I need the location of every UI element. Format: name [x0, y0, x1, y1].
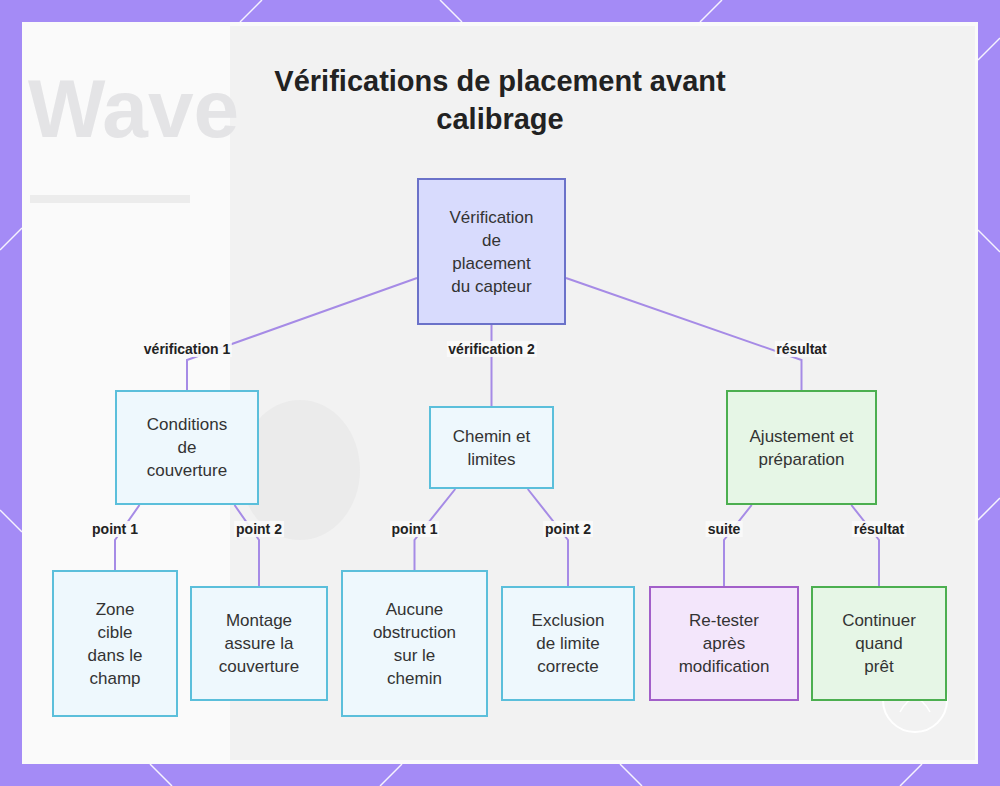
deco-line — [978, 498, 1000, 520]
continue-box: Continuer quand prêt — [811, 586, 947, 701]
deco-line — [0, 510, 22, 532]
edge-label: point 1 — [90, 521, 140, 537]
edge-label: suite — [706, 521, 743, 537]
deco-line — [620, 764, 642, 786]
node-label: Re-tester après modification — [672, 609, 777, 678]
edge-label: point 1 — [390, 521, 440, 537]
deco-line — [700, 0, 722, 22]
card — [22, 22, 978, 764]
edge-label: vérification 2 — [446, 341, 536, 357]
node-label: Zone cible dans le champ — [83, 598, 148, 690]
connector-line — [566, 278, 802, 390]
node-label: Montage assure la couverture — [207, 609, 312, 678]
deco-line — [0, 228, 22, 250]
root-box: Vérification de placement du capteur — [417, 178, 566, 325]
blurred-bar — [30, 195, 190, 203]
watermark-text: Wave — [28, 62, 239, 156]
connector-line — [235, 505, 259, 586]
deco-line — [978, 38, 1000, 60]
deco-line — [440, 0, 462, 22]
deco-line — [380, 764, 402, 786]
edge-label: résultat — [852, 521, 907, 537]
check-box: Conditions de couverture — [115, 390, 259, 505]
edge-label: vérification 1 — [142, 341, 232, 357]
node-label: Conditions de couverture — [140, 413, 235, 482]
deco-line — [900, 764, 922, 786]
connector-line — [115, 505, 139, 570]
point-box: Zone cible dans le champ — [52, 570, 178, 717]
point-box: Montage assure la couverture — [190, 586, 328, 701]
deco-line — [150, 764, 172, 786]
edge-label: point 2 — [234, 521, 284, 537]
node-label: Chemin et limites — [442, 425, 542, 471]
connector-line — [851, 505, 879, 586]
connector-line — [724, 505, 752, 586]
node-label: Continuer quand prêt — [839, 609, 919, 678]
blurred-photo — [230, 26, 975, 760]
check-box: Chemin et limites — [429, 406, 554, 489]
edge-label: point 2 — [543, 521, 593, 537]
deco-line — [240, 0, 262, 22]
diagram-title: Vérifications de placement avant calibra… — [255, 62, 745, 138]
connector-line — [528, 489, 568, 586]
node-label: Vérification de placement du capteur — [442, 206, 542, 298]
point-box: Exclusion de limite correcte — [501, 586, 635, 701]
node-label: Ajustement et préparation — [749, 425, 854, 471]
connector-line — [187, 278, 417, 390]
connector-line — [491, 325, 493, 406]
node-label: Exclusion de limite correcte — [523, 609, 613, 678]
edge-label: résultat — [774, 341, 829, 357]
result-box: Ajustement et préparation — [726, 390, 877, 505]
deco-line — [978, 230, 1000, 252]
point-box: Aucune obstruction sur le chemin — [341, 570, 488, 717]
node-label: Aucune obstruction sur le chemin — [369, 598, 461, 690]
retest-box: Re-tester après modification — [649, 586, 799, 701]
